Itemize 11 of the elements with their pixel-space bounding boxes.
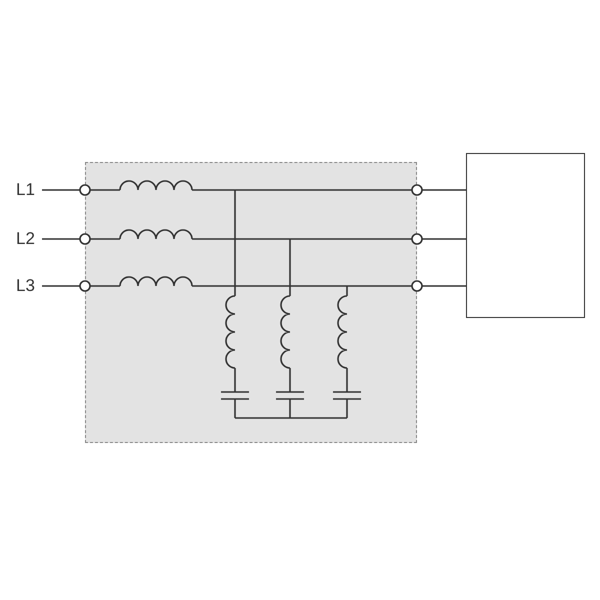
line-label: L2 bbox=[16, 229, 35, 249]
line-label: L3 bbox=[16, 276, 35, 296]
wire bbox=[42, 184, 91, 196]
filter-enclosure bbox=[85, 162, 417, 443]
wire bbox=[411, 280, 466, 292]
wire bbox=[42, 233, 91, 245]
line-label: L1 bbox=[16, 180, 35, 200]
wire bbox=[411, 233, 466, 245]
wire bbox=[42, 280, 91, 292]
wire bbox=[411, 184, 466, 196]
load-box bbox=[466, 153, 585, 318]
